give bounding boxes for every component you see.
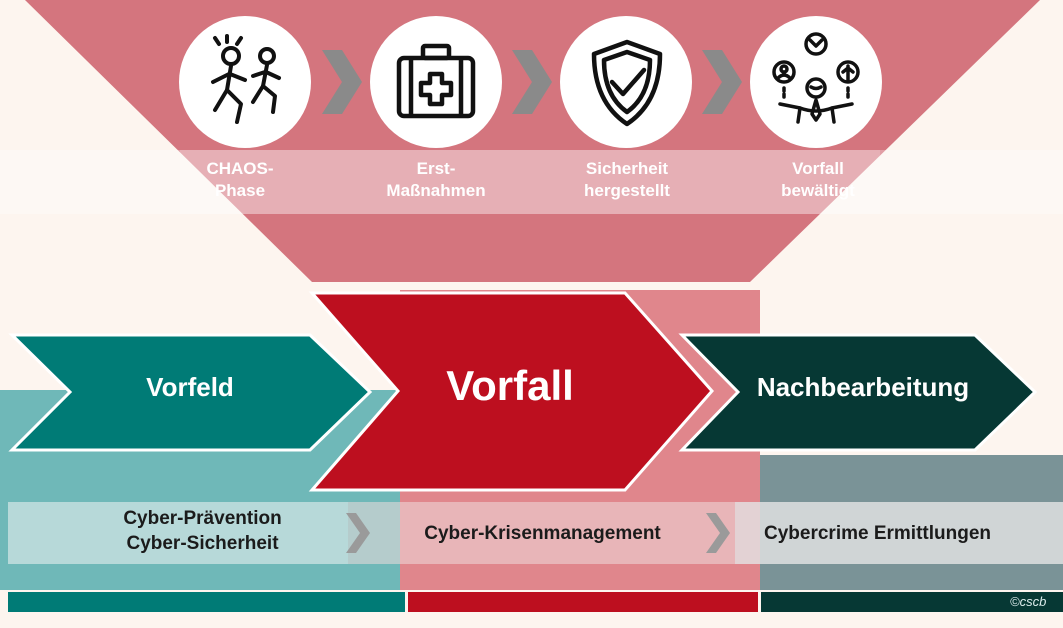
phase-circle-3 (560, 16, 692, 148)
management-praevention: Cyber-Prävention Cyber-Sicherheit (123, 508, 282, 554)
people-running-icon (211, 34, 281, 124)
vorfeld-arrow (8, 333, 373, 452)
phase-label-chaos: CHAOS- Phase (206, 159, 274, 201)
chevron-right-icon (702, 50, 742, 114)
phase-label-band (0, 150, 1063, 214)
first-aid-kit-icon (396, 43, 476, 119)
phase-label-band-inner (180, 150, 880, 214)
phase-circle-4 (750, 16, 882, 148)
chevron-right-icon (322, 50, 362, 114)
person-juggling-icon (772, 32, 860, 124)
vorfall-arrow (308, 291, 715, 492)
phase-label-erstmassnahmen: Erst- Maßnahmen (386, 159, 486, 201)
chevron-right-icon (512, 50, 552, 114)
chevron-right-icon (706, 513, 730, 553)
management-band-left (8, 502, 348, 564)
chevron-right-icon (346, 513, 370, 553)
shield-check-icon (591, 39, 663, 127)
stage-label-vorfeld: Vorfeld (146, 372, 234, 402)
nachbearbeitung-arrow (678, 333, 1038, 452)
phase-label-sicherheit: Sicherheit hergestellt (584, 159, 670, 201)
phase-label-vorfall-bewaeltigt: Vorfall bewältigt (781, 159, 855, 201)
bar-vorfeld (8, 592, 405, 612)
management-band-right (735, 502, 1063, 564)
stage-label-vorfall: Vorfall (446, 362, 574, 409)
stage-label-nachbearbeitung: Nachbearbeitung (756, 372, 970, 402)
bar-nachbearbeitung (761, 592, 1063, 612)
copyright: ©cscb (1010, 594, 1047, 609)
management-krisen: Cyber-Krisenmanagement (424, 523, 661, 544)
management-ermittlungen: Cybercrime Ermittlungen (764, 523, 991, 544)
bar-vorfall (408, 592, 758, 612)
